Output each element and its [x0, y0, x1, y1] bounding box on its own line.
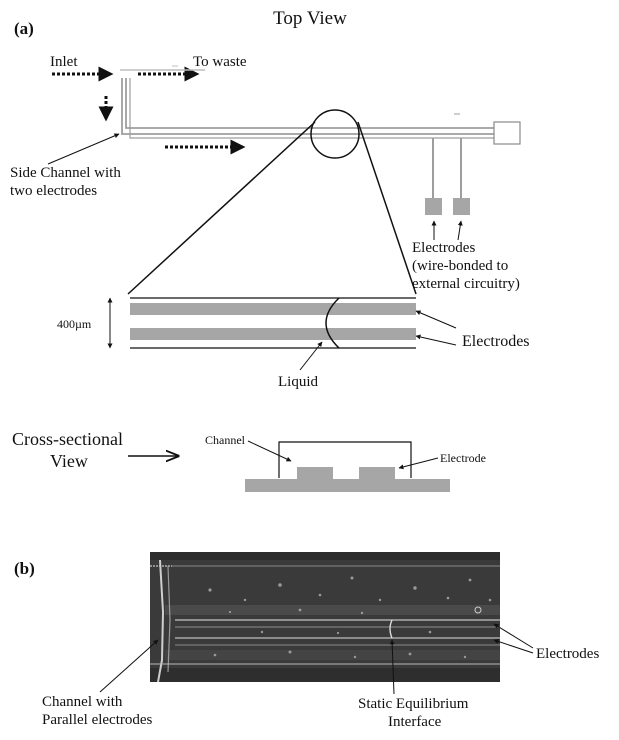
zoom-line-left	[127, 121, 316, 295]
electrodes-bonded-label-line2: (wire-bonded to	[412, 258, 508, 274]
micrograph-channel-label-line1: Channel with	[42, 694, 123, 710]
interface-label-line2: Interface	[388, 714, 442, 730]
micrograph-electrodes-arrow-lower	[493, 639, 534, 654]
micrograph-electrodes-label: Electrodes	[536, 646, 599, 662]
channel-label: Channel	[205, 433, 246, 447]
channel-arrow	[247, 440, 292, 462]
panel-a-tag: (a)	[14, 19, 34, 38]
micrograph-channel-label-line2: Parallel electrodes	[42, 712, 153, 728]
zoomed-channel	[130, 297, 416, 349]
cross-section-label-line1: Cross-sectional	[12, 429, 123, 449]
interface-arrow	[389, 639, 395, 695]
liquid-meniscus	[325, 297, 340, 349]
electrodes-label: Electrodes	[462, 333, 530, 350]
main-channel	[121, 78, 521, 145]
top-view-title: Top View	[273, 8, 347, 29]
micrograph-electrodes-arrow-upper	[493, 623, 534, 649]
pad-arrow-2	[457, 220, 463, 241]
electrode-arrow	[398, 457, 439, 470]
inlet-label: Inlet	[50, 54, 78, 70]
side-channel-label-line2: two electrodes	[10, 183, 97, 199]
panel-b-tag: (b)	[14, 559, 35, 578]
cross-section-diagram	[245, 441, 450, 492]
zoom-line-right	[357, 121, 417, 295]
side-channel-label-line1: Side Channel with	[10, 165, 121, 181]
electrodes-bonded-label-line3: external circuitry)	[412, 276, 520, 292]
electrode-pads	[425, 138, 470, 215]
waste-label: To waste	[193, 54, 247, 70]
cross-section-label-line2: View	[50, 451, 88, 471]
zoom-circle	[310, 109, 360, 159]
electrodes-arrow-lower	[415, 334, 457, 346]
side-channel-arrow	[47, 133, 120, 165]
micrograph-image	[150, 552, 500, 682]
interface-label-line1: Static Equilibrium	[358, 696, 469, 712]
electrodes-arrow-upper	[415, 310, 457, 329]
liquid-arrow	[299, 341, 323, 371]
micrograph-channel-arrow	[99, 639, 159, 693]
electrode-label: Electrode	[440, 451, 486, 465]
liquid-label: Liquid	[278, 374, 318, 390]
electrodes-bonded-label-line1: Electrodes	[412, 240, 475, 256]
width-label: 400µm	[57, 317, 92, 331]
